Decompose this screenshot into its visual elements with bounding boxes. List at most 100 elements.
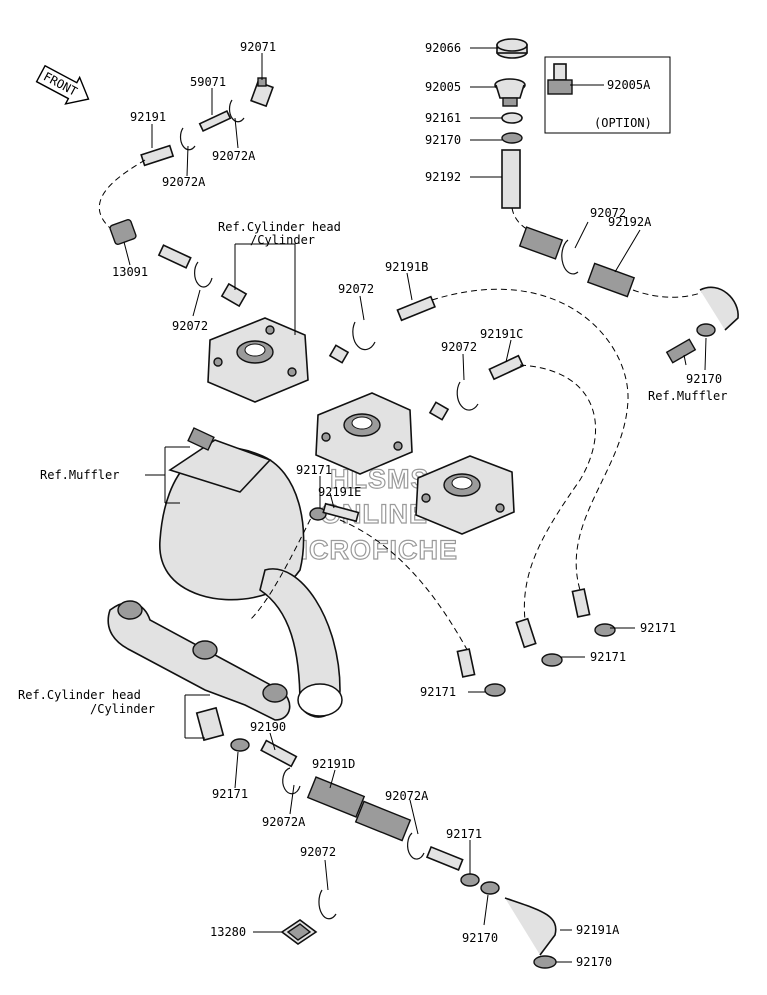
label-92170-3: 92170 — [462, 931, 498, 945]
label-92072-2: 92072 — [590, 206, 626, 220]
label-92161: 92161 — [425, 111, 461, 125]
label-92191B: 92191B — [385, 260, 428, 274]
label-92171-1: 92171 — [296, 463, 332, 477]
clamp-92170-bottom — [533, 955, 557, 969]
label-92191E: 92191E — [318, 485, 361, 499]
label-ref-muffler-1: Ref.Muffler — [40, 468, 119, 482]
clamp-92170-top — [501, 132, 523, 144]
clip-92072-lower — [318, 889, 337, 920]
label-13280: 13280 — [210, 925, 246, 939]
hose-92191D — [306, 776, 412, 842]
hose-92191B — [396, 295, 436, 322]
exhaust-manifold — [107, 600, 291, 721]
elbow-fitting-3 — [428, 401, 450, 421]
label-ref-cylinder-head-2b: /Cylinder — [90, 702, 155, 716]
label-ref-muffler-2: Ref.Muffler — [648, 389, 727, 403]
label-92005: 92005 — [425, 80, 461, 94]
clamp-92171-right-1 — [594, 623, 616, 637]
cylinder-head-3 — [415, 455, 515, 535]
label-92072A-2: 92072A — [162, 175, 206, 189]
front-arrow-icon: FRONT — [35, 64, 90, 105]
hose-92191A — [504, 897, 557, 956]
label-92005A: 92005A — [607, 78, 651, 92]
label-92170-2: 92170 — [686, 372, 722, 386]
clamp-92171-right-3 — [484, 683, 506, 697]
hose-92191C — [488, 354, 525, 381]
label-92192A: 92192A — [608, 215, 652, 229]
label-92190: 92190 — [250, 720, 286, 734]
elbow-fitting-1 — [220, 282, 248, 308]
hose-lower-small — [425, 845, 464, 871]
fitting-92071 — [250, 77, 274, 108]
clamp-92171-lower — [460, 873, 480, 887]
clamp-92171-left — [230, 738, 250, 752]
label-92072-5: 92072 — [300, 845, 336, 859]
clip-92072A-lower-left — [282, 767, 301, 795]
option-box — [544, 56, 671, 134]
hose-end-2 — [515, 617, 537, 649]
label-92072A-3: 92072A — [385, 789, 429, 803]
hose-route-c — [519, 364, 597, 621]
clamp-92171-right-2 — [541, 653, 563, 667]
label-92171-3: 92171 — [590, 650, 626, 664]
clip-92072-right — [456, 381, 479, 411]
watermark-line3: MICROFICHE — [277, 535, 458, 565]
hose-92192 — [501, 149, 521, 209]
fitting-ref-muffler-right — [665, 338, 697, 364]
hose-92192A — [518, 226, 636, 298]
label-92191C: 92191C — [480, 327, 523, 341]
label-59071: 59071 — [190, 75, 226, 89]
elbow-fitting-2 — [328, 344, 350, 364]
cylinder-head-1 — [207, 317, 309, 403]
leader-lines — [123, 47, 707, 963]
label-92192: 92192 — [425, 170, 461, 184]
hose-92191 — [140, 144, 175, 167]
washer-92161 — [501, 112, 523, 124]
cap-13091 — [109, 218, 137, 246]
label-92071: 92071 — [240, 40, 276, 54]
label-option: (OPTION) — [594, 116, 652, 130]
fitting-92005A-option — [547, 63, 573, 95]
clamp-92171-muffler — [309, 507, 327, 521]
label-92171-4: 92171 — [420, 685, 456, 699]
clip-92072A-top — [228, 99, 245, 123]
label-92170-1: 92170 — [425, 133, 461, 147]
hose-end-1 — [571, 588, 591, 618]
label-92191D: 92191D — [312, 757, 355, 771]
label-plate-13280 — [280, 919, 318, 945]
hose-92190 — [260, 739, 298, 768]
muffler-body — [159, 427, 343, 718]
elbow-fitting-ref-cyl — [195, 706, 225, 742]
cylinder-head-2 — [315, 392, 413, 475]
clip-92072A-lower-right — [407, 832, 425, 860]
elbow-hose-right — [699, 286, 739, 331]
label-ref-cylinder-head-1b: /Cylinder — [250, 233, 315, 247]
cap-92066 — [496, 38, 528, 59]
label-ref-cylinder-head-2a: Ref.Cylinder head — [18, 688, 141, 702]
fitting-92005 — [494, 78, 526, 107]
label-92171-6: 92171 — [446, 827, 482, 841]
clamp-92170-right — [696, 323, 716, 337]
pin-59071 — [198, 109, 232, 133]
clip-92072-mid — [352, 321, 376, 351]
label-92191: 92191 — [130, 110, 166, 124]
label-92072A-1: 92072A — [212, 149, 256, 163]
hose-small-left — [157, 244, 192, 269]
label-ref-cylinder-head-1a: Ref.Cylinder head — [218, 220, 341, 234]
label-92072-1: 92072 — [172, 319, 208, 333]
label-92191A: 92191A — [576, 923, 620, 937]
label-92170-4: 92170 — [576, 955, 612, 969]
label-92171-5: 92171 — [212, 787, 248, 801]
hose-end-3 — [456, 648, 476, 678]
label-92072A-4: 92072A — [262, 815, 306, 829]
label-92072-3: 92072 — [338, 282, 374, 296]
clip-92072A-left — [179, 127, 196, 151]
label-92066: 92066 — [425, 41, 461, 55]
label-13091: 13091 — [112, 265, 148, 279]
clamp-92170-lower — [480, 881, 500, 895]
clip-92072-left — [194, 261, 213, 288]
clip-92072-top-right — [561, 239, 579, 275]
hose-92191E — [322, 502, 360, 523]
